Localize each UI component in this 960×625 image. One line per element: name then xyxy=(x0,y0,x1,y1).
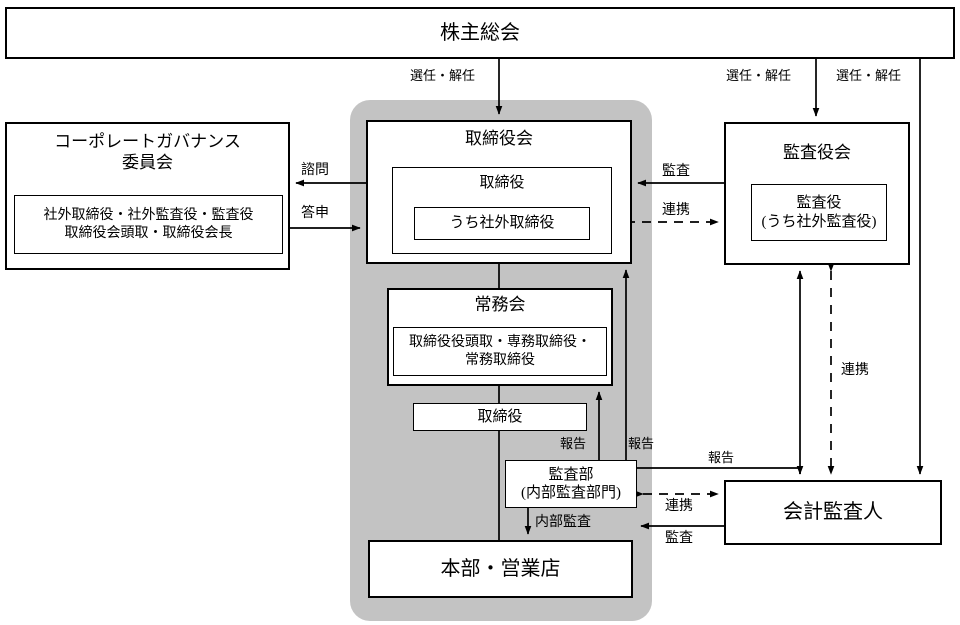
executive-members-line1: 取締役役頭取・専務取締役・ xyxy=(409,335,591,351)
edge-label-cooperate-dept-accounting: 連携 xyxy=(665,499,693,514)
edge-label-internal-audit: 内部監査 xyxy=(535,515,591,530)
edge-label-appoint-dismiss-accounting: 選任・解任 xyxy=(836,68,902,83)
node-directors[interactable]: 取締役 うち社外取締役 xyxy=(392,167,612,254)
cg-committee-members: 社外取締役・社外監査役・監査役 取締役会頭取・取締役会長 xyxy=(14,195,283,254)
node-shareholders-meeting[interactable]: 株主総会 xyxy=(5,7,955,59)
node-executive-committee[interactable]: 常務会 取締役役頭取・専務取締役・ 常務取締役 xyxy=(387,288,613,386)
board-of-directors-label: 取締役会 xyxy=(465,129,533,148)
auditors-line1: 監査役 xyxy=(796,195,842,212)
edge-label-cooperate-directors-auditors: 連携 xyxy=(662,203,690,218)
managing-director-label: 取締役 xyxy=(477,408,523,425)
edge-label-reply: 答申 xyxy=(301,206,329,221)
edge-label-consult: 諮問 xyxy=(301,163,329,178)
audit-dept-line1: 監査部 xyxy=(548,466,594,483)
headquarters-branches-label: 本部・営業店 xyxy=(440,557,561,580)
cg-members-line2: 取締役会頭取・取締役会長 xyxy=(64,225,233,241)
directors-label: 取締役 xyxy=(479,175,525,191)
edge-label-audit-accounting-to-dept: 監査 xyxy=(665,531,693,546)
node-cg-committee[interactable]: コーポレートガバナンス 委員会 社外取締役・社外監査役・監査役 取締役会頭取・取… xyxy=(5,122,290,270)
node-audit-board[interactable]: 監査役会 監査役 (うち社外監査役) xyxy=(724,122,910,265)
node-outside-directors[interactable]: うち社外取締役 xyxy=(414,207,590,240)
executive-committee-label: 常務会 xyxy=(474,295,526,314)
edge-label-appoint-dismiss-board: 選任・解任 xyxy=(410,68,476,83)
node-headquarters-branches[interactable]: 本部・営業店 xyxy=(368,540,633,598)
node-accounting-auditor[interactable]: 会計監査人 xyxy=(724,480,942,545)
edge-label-report-to-executive: 報告 xyxy=(560,436,587,451)
node-managing-director[interactable]: 取締役 xyxy=(413,403,587,431)
node-board-of-directors[interactable]: 取締役会 取締役 うち社外取締役 xyxy=(366,120,632,264)
edge-report-to-accounting xyxy=(637,465,804,475)
node-auditors[interactable]: 監査役 (うち社外監査役) xyxy=(751,184,887,241)
edge-label-audit-to-directors: 監査 xyxy=(662,164,690,179)
node-label: 株主総会 xyxy=(440,21,520,44)
edge-label-cooperate-auditboard-accounting: 連携 xyxy=(841,363,869,378)
edge-label-report-to-accounting: 報告 xyxy=(708,450,735,465)
audit-board-label: 監査役会 xyxy=(783,143,851,162)
edge-label-report-to-board: 報告 xyxy=(628,436,655,451)
accounting-auditor-label: 会計監査人 xyxy=(783,501,883,524)
edge-label-appoint-dismiss-audit: 選任・解任 xyxy=(726,68,792,83)
executive-committee-members: 取締役役頭取・専務取締役・ 常務取締役 xyxy=(393,327,607,376)
audit-dept-line2: (内部監査部門) xyxy=(521,485,621,501)
outside-directors-label: うち社外取締役 xyxy=(449,215,555,232)
cg-committee-title-line1: コーポレートガバナンス xyxy=(54,132,241,151)
executive-members-line2: 常務取締役 xyxy=(465,352,535,368)
node-audit-department[interactable]: 監査部 (内部監査部門) xyxy=(505,460,637,508)
cg-members-line1: 社外取締役・社外監査役・監査役 xyxy=(43,208,254,224)
auditors-line2: (うち社外監査役) xyxy=(761,213,877,230)
cg-committee-title-line2: 委員会 xyxy=(122,152,173,172)
